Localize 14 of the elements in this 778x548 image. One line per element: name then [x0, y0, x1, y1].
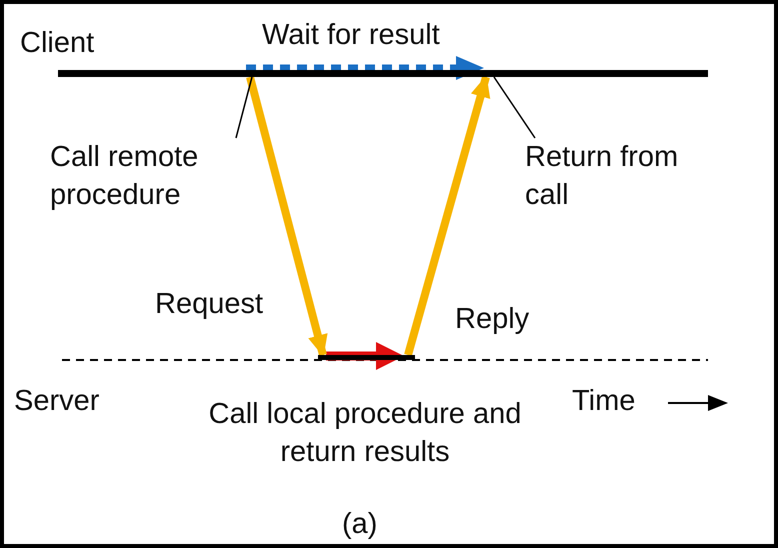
note-text: Wait for result: [262, 18, 440, 53]
lane-label: Server: [14, 384, 100, 419]
panel-label: (a): [342, 507, 378, 542]
timeline-bar: [318, 355, 415, 360]
callout-text: Return from call: [525, 138, 695, 214]
lane-label: Client: [20, 26, 94, 61]
arrow: [404, 75, 490, 356]
arrow: [246, 76, 328, 357]
axis-label: Time: [572, 384, 636, 419]
leader-line: [235, 76, 253, 138]
leader-line: [493, 76, 536, 138]
timeline-bar: [58, 70, 708, 77]
callout-text: Call remote procedure: [50, 138, 260, 214]
caption-text: Call local procedure and return results: [208, 397, 522, 470]
